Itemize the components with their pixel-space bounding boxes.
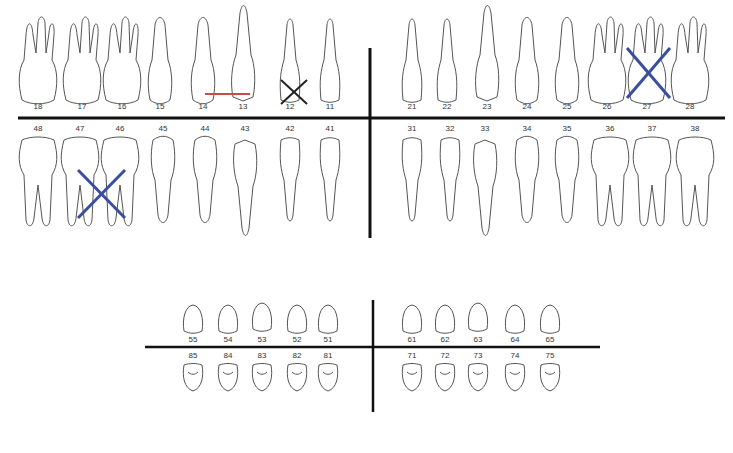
black-cross [281, 80, 307, 104]
tooth-number: 13 [239, 103, 248, 111]
tooth-number: 27 [643, 103, 652, 111]
tooth-number: 74 [511, 352, 520, 360]
tooth-number: 52 [293, 336, 302, 344]
tooth-number: 65 [546, 336, 555, 344]
tooth-number: 41 [326, 125, 335, 133]
tooth-number: 83 [258, 352, 267, 360]
tooth-number: 18 [34, 103, 43, 111]
tooth-number: 34 [523, 125, 532, 133]
tooth-number: 75 [546, 352, 555, 360]
tooth-number: 14 [199, 103, 208, 111]
tooth-number: 54 [224, 336, 233, 344]
tooth-number: 35 [563, 125, 572, 133]
tooth-number: 16 [118, 103, 127, 111]
tooth-number: 31 [408, 125, 417, 133]
tooth-number: 36 [606, 125, 615, 133]
tooth-number: 82 [293, 352, 302, 360]
tooth-number: 22 [443, 103, 452, 111]
tooth-number: 17 [78, 103, 87, 111]
tooth-number: 26 [603, 103, 612, 111]
tooth-number: 81 [324, 352, 333, 360]
tooth-number: 84 [224, 352, 233, 360]
tooth-number: 42 [286, 125, 295, 133]
tooth-number: 63 [474, 336, 483, 344]
tooth-number: 24 [523, 103, 532, 111]
tooth-number: 73 [474, 352, 483, 360]
tooth-number: 12 [286, 103, 295, 111]
tooth-number: 23 [483, 103, 492, 111]
tooth-number: 53 [258, 336, 267, 344]
tooth-number: 46 [116, 125, 125, 133]
tooth-number: 11 [326, 103, 334, 111]
tooth-number: 38 [691, 125, 700, 133]
tooth-number: 33 [481, 125, 490, 133]
tooth-number: 61 [408, 336, 417, 344]
tooth-number: 62 [441, 336, 450, 344]
tooth-number: 15 [156, 103, 165, 111]
blue-cross [78, 48, 670, 218]
tooth-number: 48 [34, 125, 43, 133]
tooth-number: 51 [324, 336, 333, 344]
tooth-number: 44 [201, 125, 210, 133]
tooth-number: 43 [241, 125, 250, 133]
tooth-number: 25 [563, 103, 572, 111]
tooth-number: 71 [408, 352, 417, 360]
red-mark [205, 93, 250, 95]
tooth-number: 55 [189, 336, 198, 344]
tooth-number: 21 [408, 103, 417, 111]
tooth-number: 72 [441, 352, 450, 360]
tooth-number: 32 [446, 125, 455, 133]
tooth-number: 37 [648, 125, 657, 133]
tooth-number: 64 [511, 336, 520, 344]
tooth-number: 45 [159, 125, 168, 133]
tooth-number: 47 [76, 125, 85, 133]
tooth-number: 28 [686, 103, 695, 111]
tooth-number: 85 [189, 352, 198, 360]
